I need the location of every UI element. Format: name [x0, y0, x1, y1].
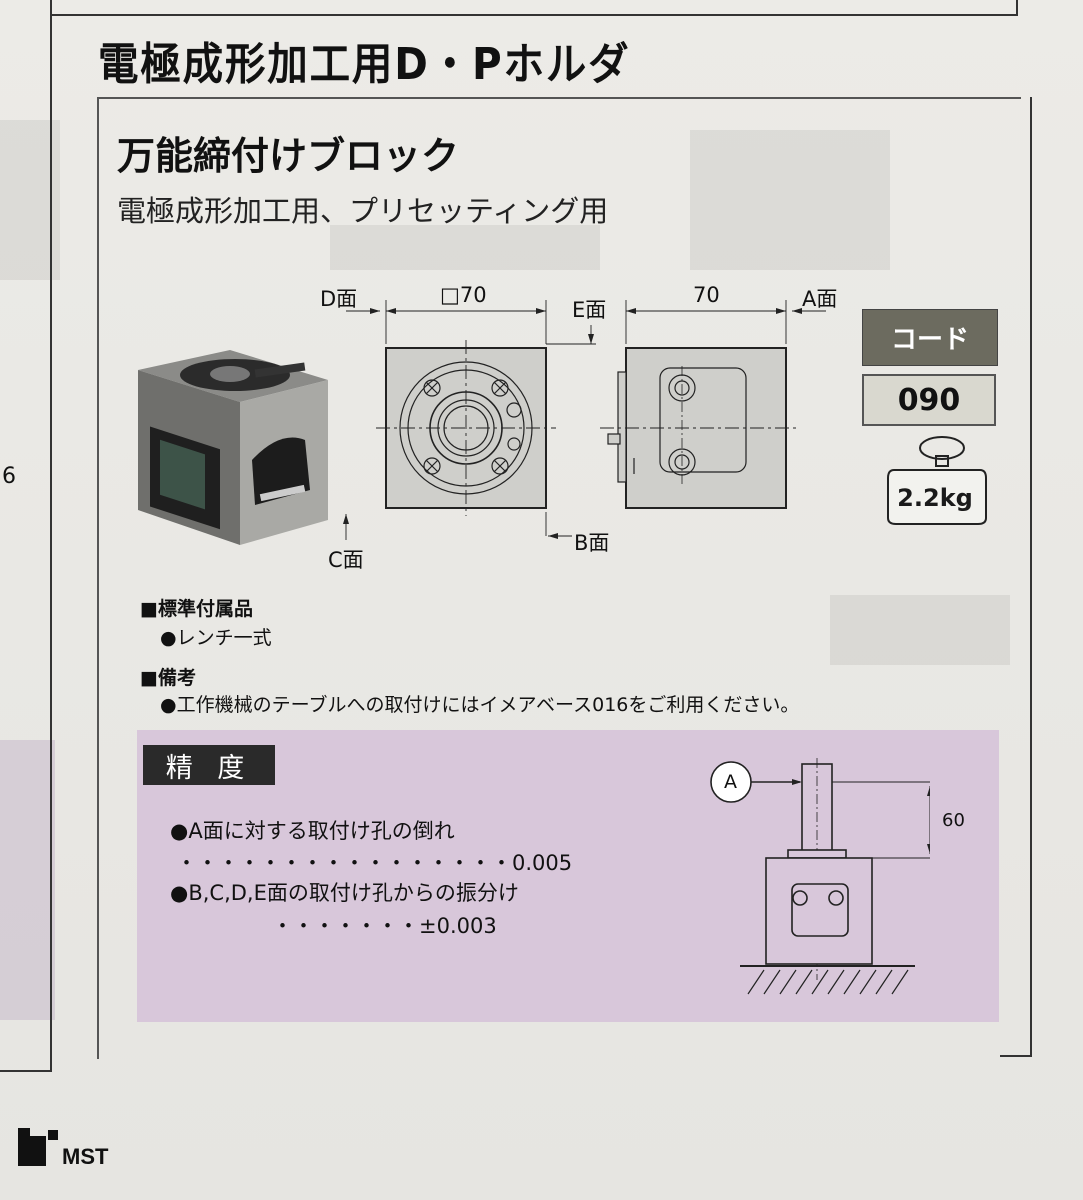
frame-line-bottom-right [1000, 1055, 1032, 1057]
accessories-heading: ■標準付属品 [140, 598, 253, 620]
logo-text: MST [62, 1144, 109, 1169]
logo-mark-icon [18, 1128, 58, 1166]
frame-line-right [1016, 0, 1018, 16]
product-usage: 電極成形加工用、プリセッティング用 [117, 194, 609, 228]
label-b-face: B面 [574, 531, 610, 555]
label-square-70: □70 [440, 283, 487, 307]
precision-diagram [710, 758, 930, 995]
ghost-block [330, 225, 600, 270]
label-70: 70 [693, 283, 720, 307]
label-d-face: D面 [320, 287, 358, 311]
label-c-face: C面 [328, 548, 364, 572]
precision-item-2-value: ・・・・・・・±0.003 [272, 914, 497, 938]
mst-logo: MST [18, 1128, 109, 1169]
remarks-item: ●工作機械のテーブルへの取付けにはイメアベース016をご利用ください。 [160, 694, 800, 716]
product-photo [138, 350, 328, 545]
frame-line-bottom [0, 1070, 52, 1072]
ghost-block [0, 740, 55, 1020]
page-number-fragment: 6 [2, 464, 16, 489]
weight-icon [887, 436, 987, 525]
accessories-item: ●レンチ一式 [160, 627, 272, 649]
ghost-block [690, 130, 890, 270]
precision-diagram-dim-60: 60 [942, 810, 965, 831]
precision-heading: 精 度 [143, 745, 275, 785]
precision-item-2: ●B,C,D,E面の取付け孔からの振分け [170, 881, 519, 905]
label-e-face: E面 [572, 298, 607, 322]
code-label: コード [862, 309, 998, 366]
precision-item-1-value: ・・・・・・・・・・・・・・・・0.005 [176, 851, 573, 875]
remarks-heading: ■備考 [140, 667, 196, 689]
frame-line-top [50, 14, 1018, 16]
frame-line-left [50, 0, 52, 1072]
code-value: 090 [862, 374, 996, 426]
product-name: 万能締付けブロック [117, 134, 460, 178]
ghost-block [830, 595, 1010, 665]
precision-diagram-label-a: A [724, 771, 737, 793]
label-a-face: A面 [802, 287, 838, 311]
weight-value: 2.2kg [897, 484, 973, 512]
frame-line-right-lower [1030, 97, 1032, 1057]
page-title: 電極成形加工用D・Pホルダ [98, 39, 631, 90]
precision-item-1: ●A面に対する取付け孔の倒れ [170, 819, 455, 843]
product-panel [97, 97, 1021, 1059]
